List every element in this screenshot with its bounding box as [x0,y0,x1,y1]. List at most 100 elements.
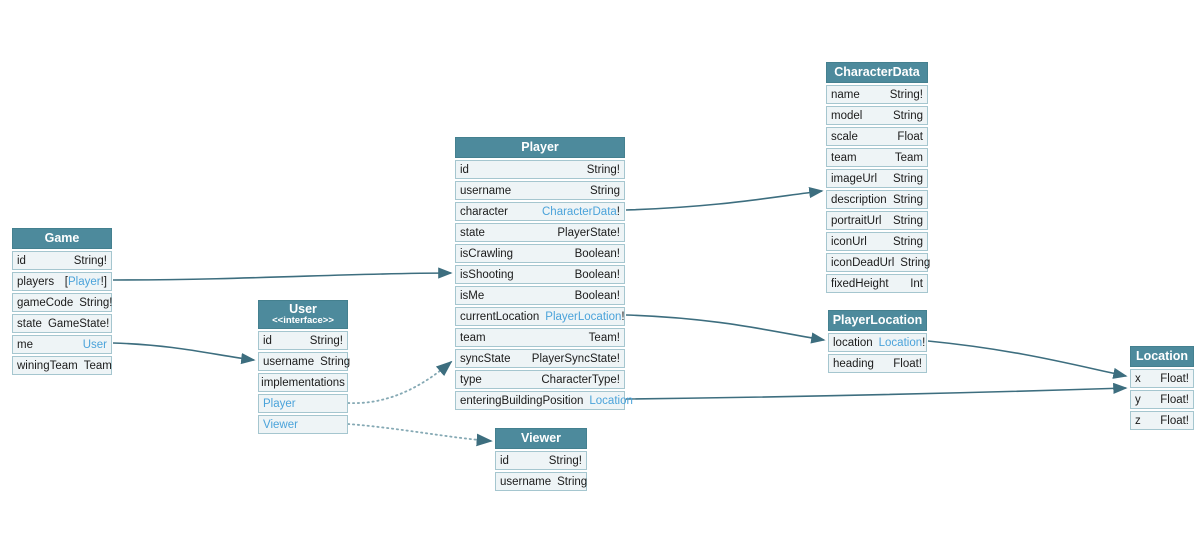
field-name: currentLocation [460,310,540,323]
edge-user-player-to-player-syncstate [347,360,453,404]
field-type-link[interactable]: Location [589,394,633,407]
field-type-link[interactable]: Viewer [263,418,298,431]
field-type: String [893,173,923,185]
field-type: String [893,236,923,248]
entity-header-playerlocation[interactable]: PlayerLocation [828,310,927,331]
field-name: gameCode [17,296,74,309]
edge-game-me-to-user-username [112,342,256,365]
field-type-text: Boolean! [574,268,620,281]
field-row-enteringbuildingposition[interactable]: enteringBuildingPosition Location [455,391,633,410]
field-type-link[interactable]: PlayerLocation [545,310,622,323]
field-type-text: PlayerState! [557,226,620,239]
field-name: implementations [261,376,345,389]
entity-header-characterdata[interactable]: CharacterData [826,62,928,83]
field-name: state [17,317,42,330]
field-row-player[interactable]: Player [258,394,348,413]
field-row-me[interactable]: me User [12,335,112,354]
entity-title: Viewer [520,431,562,445]
entity-header-viewer[interactable]: Viewer [495,428,587,449]
edge-playerlocation-location-to-location-x [927,340,1128,379]
field-type-text: String [892,172,923,185]
field-type-text: ! [922,336,926,349]
field-name: isMe [460,289,485,302]
field-name: portraitUrl [831,214,882,227]
field-type: Team! [589,332,620,344]
entity-header-location[interactable]: Location [1130,346,1194,367]
field-type: String [320,356,350,368]
field-name: me [17,338,33,351]
field-row-viewer[interactable]: Viewer [258,415,348,434]
field-type-text: String [900,256,931,269]
field-type-text: Float! [1160,372,1189,385]
entity-title: CharacterData [834,65,920,79]
field-type-link[interactable]: Player [263,397,296,410]
entity-header-user[interactable]: User<<interface>> [258,300,348,329]
field-type: Float! [1160,394,1189,406]
entity-header-player[interactable]: Player [455,137,625,158]
field-name: z [1135,414,1141,427]
field-type-link[interactable]: User [82,338,107,351]
entity-header-game[interactable]: Game [12,228,112,249]
field-type: PlayerSyncState! [532,353,620,365]
field-type-text: String [892,193,923,206]
field-name: state [460,226,485,239]
field-row-state[interactable]: state PlayerState! [455,223,625,242]
field-type-link[interactable]: Location [878,336,923,349]
field-row-players[interactable]: players[Player!] [12,272,112,291]
field-name: character [460,205,508,218]
field-type: Float! [893,358,922,370]
field-name: players [17,275,55,288]
field-type-link[interactable]: CharacterData [542,205,617,218]
field-name: enteringBuildingPosition [460,394,584,407]
field-type-link[interactable]: Player [68,275,101,288]
field-row-id[interactable]: id String! [495,451,587,470]
field-type: String! [549,455,582,467]
field-type-text: [ [64,275,68,288]
field-name: id [500,454,509,467]
field-row-implementations[interactable]: implementations [258,373,348,392]
field-name: fixedHeight [831,277,889,290]
field-type: String [590,185,620,197]
entity-title: Player [521,140,559,154]
